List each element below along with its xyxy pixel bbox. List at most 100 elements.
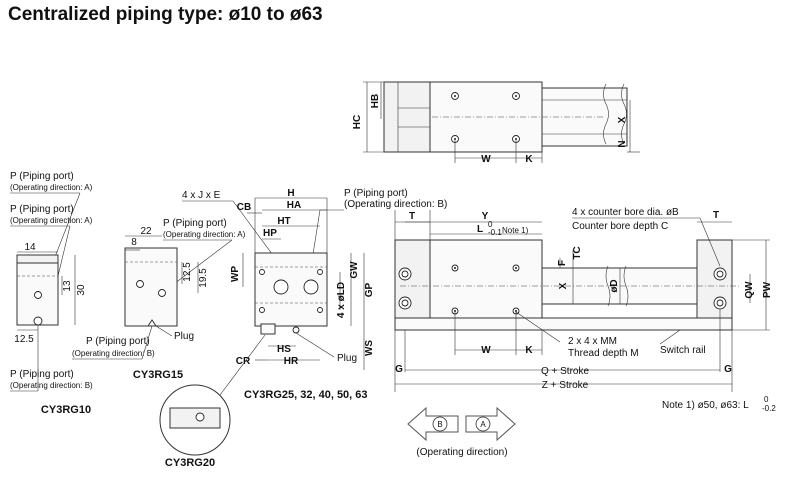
cy3rg15-port-b — [158, 289, 166, 297]
dim-t-left: T — [409, 211, 415, 222]
dim-hs: HS — [277, 344, 291, 355]
dim-gw: GW — [349, 261, 360, 279]
p-port-label-4: P (Piping port) — [163, 218, 227, 229]
dim-hp: HP — [263, 228, 277, 239]
op-dir-a-label-2: (Operating direction: A) — [10, 216, 93, 225]
dim-w-front: W — [481, 345, 491, 356]
cy3rg25-plug — [292, 326, 300, 334]
op-dir-b-label-3: (Operating direction: B) — [344, 199, 447, 210]
p-port-label-2: P (Piping port) — [10, 204, 74, 215]
cy3rg25-port-b — [303, 279, 319, 295]
dim-19-5: 19.5 — [198, 268, 209, 288]
dim-13: 13 — [62, 280, 73, 292]
dim-12-5-b: 12.5 — [182, 262, 193, 282]
p-port-label-6: P (Piping port) — [344, 188, 408, 199]
note1-text: Note 1) ø50, ø63: L — [662, 400, 749, 411]
dim-l-tol-top: 0 — [488, 220, 493, 229]
four-x-j-x-e: 4 x J x E — [182, 190, 221, 201]
model-cy3rg15: CY3RG15 — [133, 369, 183, 381]
thread-label: 2 x 4 x MM — [568, 336, 617, 347]
cy3rg15-view: P (Piping port) (Operating direction: A)… — [72, 218, 246, 381]
front-view-slide-table — [429, 239, 543, 331]
note1-tol-bot: -0.2 — [762, 404, 776, 413]
cy3rg10-plug — [33, 316, 43, 326]
front-view: T Y L 0 -0.1 Note 1) 4 x counter bore di… — [394, 207, 773, 392]
cy3rg20-port — [195, 412, 205, 422]
dim-f: F — [557, 260, 568, 266]
dim-wp: WP — [230, 266, 241, 282]
cy3rg10-view: P (Piping port) (Operating direction: A)… — [10, 171, 93, 416]
dim-qw: QW — [744, 281, 755, 299]
dim-ht: HT — [277, 216, 290, 227]
op-dir-a-label-1: (Operating direction: A) — [10, 183, 93, 192]
dim-l-tol-bot: -0.1 — [488, 228, 502, 237]
dim-14: 14 — [24, 242, 36, 253]
dim-ws: WS — [364, 340, 375, 356]
cy3rg10-port — [34, 291, 42, 299]
dim-hb: HB — [370, 94, 381, 108]
op-dir-b-label-1: (Operating direction: B) — [10, 381, 93, 390]
switch-rail-label: Switch rail — [660, 345, 706, 356]
dim-l: L — [477, 224, 483, 235]
model-cy3rg20: CY3RG20 — [165, 457, 215, 469]
cy3rg15-body — [124, 247, 178, 327]
counter-bore-label: 4 x counter bore dia. øB — [572, 207, 679, 218]
dim-w-top: W — [481, 154, 491, 165]
dim-k-top: K — [525, 154, 533, 165]
cy3rg20-detail: CY3RG20 — [159, 334, 266, 469]
op-dir-a-label-3: (Operating direction: A) — [163, 230, 246, 239]
dim-g-right: G — [724, 364, 732, 375]
cy3rg25-port-a — [273, 279, 289, 295]
dim-hr: HR — [284, 356, 299, 367]
p-port-label-3: P (Piping port) — [10, 369, 74, 380]
op-dir-b-label-2: (Operating direction: B) — [72, 349, 155, 358]
dim-h: H — [287, 188, 294, 199]
op-direction-caption: (Operating direction) — [416, 447, 507, 458]
front-view-right-plate — [696, 239, 733, 331]
dim-cb: CB — [237, 202, 251, 213]
dim-x-front: X — [558, 282, 569, 289]
operating-direction-legend: B A (Operating direction) — [407, 406, 516, 458]
dim-g-left: G — [395, 364, 403, 375]
model-cy3rg25: CY3RG25, 32, 40, 50, 63 — [244, 389, 368, 401]
cy3rg15-port-a — [136, 280, 144, 288]
cy3rg10-body — [16, 254, 59, 326]
dim-8: 8 — [131, 237, 137, 248]
dim-k-front: K — [525, 345, 533, 356]
arrow-right-a — [465, 406, 516, 442]
dim-ha: HA — [287, 200, 301, 211]
cy3rg25-view: 4 x J x E P (Piping port) (Operating dir… — [182, 188, 447, 401]
cy3rg10-top-band — [16, 254, 59, 264]
top-view-end-cap — [383, 81, 431, 153]
cy3rg20-slot — [169, 407, 221, 429]
front-view-switch-rail — [394, 317, 733, 331]
dim-d: øD — [609, 279, 620, 292]
dim-gp: GP — [364, 282, 375, 297]
dim-22: 22 — [140, 226, 152, 237]
dim-q-stroke: Q + Stroke — [541, 366, 590, 377]
plug-label-25: Plug — [337, 353, 357, 364]
dim-t-right: T — [713, 210, 719, 221]
arrow-a-label: A — [480, 420, 486, 429]
dim-pw: PW — [762, 281, 773, 298]
dim-30: 30 — [76, 284, 87, 296]
dim-z-stroke: Z + Stroke — [542, 380, 589, 391]
p-port-label-5: P (Piping port) — [86, 336, 150, 347]
note1-tol-top: 0 — [764, 395, 769, 404]
front-view-left-plate — [394, 239, 431, 331]
dim-12-5: 12.5 — [14, 334, 34, 345]
top-view: HC HB X N W K — [352, 81, 640, 165]
counter-bore-depth-label: Counter bore depth C — [572, 221, 668, 232]
page-title: Centralized piping type: ø10 to ø63 — [8, 4, 323, 25]
model-cy3rg10: CY3RG10 — [41, 404, 91, 416]
dim-y: Y — [482, 211, 489, 222]
dim-hc: HC — [352, 115, 363, 129]
dim-l-note: Note 1) — [502, 226, 529, 235]
dim-tc: TC — [572, 246, 583, 259]
arrow-b-label: B — [437, 420, 442, 429]
dim-cr: CR — [236, 356, 251, 367]
thread-depth-label: Thread depth M — [568, 348, 639, 359]
dim-ld: 4 x øLD — [336, 282, 347, 318]
plug-label-15: Plug — [174, 331, 194, 342]
